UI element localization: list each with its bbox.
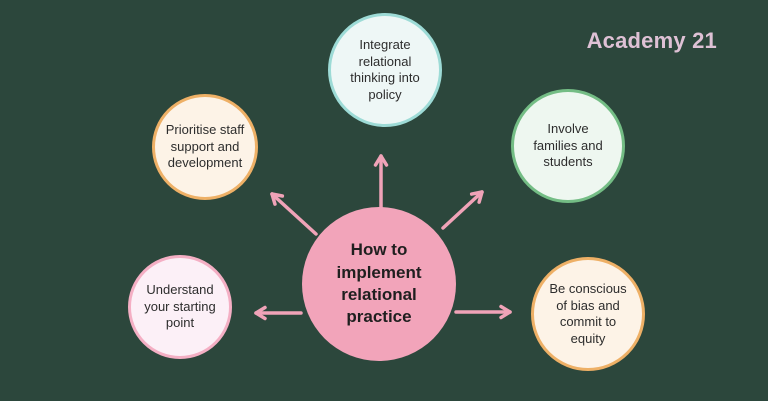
center-node-label: How to implement relational practice: [336, 240, 422, 327]
node-label: Involve families and students: [533, 121, 603, 170]
node-understand-starting-point: Understand your starting point: [128, 255, 232, 359]
node-label: Be conscious of bias and commit to equit…: [549, 281, 627, 346]
brand-logo: Academy 21: [586, 28, 717, 53]
node-prioritise-staff: Prioritise staff support and development: [152, 94, 258, 200]
node-label: Prioritise staff support and development: [165, 122, 245, 171]
center-node: How to implement relational practice: [302, 207, 456, 361]
node-involve-families: Involve families and students: [511, 89, 625, 203]
arrow-to-top-right: [441, 190, 484, 230]
node-integrate-policy: Integrate relational thinking into polic…: [328, 13, 442, 127]
arrow-to-top-left: [270, 192, 318, 236]
node-label: Understand your starting point: [144, 282, 216, 331]
node-label: Integrate relational thinking into polic…: [350, 37, 420, 102]
node-bias-equity: Be conscious of bias and commit to equit…: [531, 257, 645, 371]
